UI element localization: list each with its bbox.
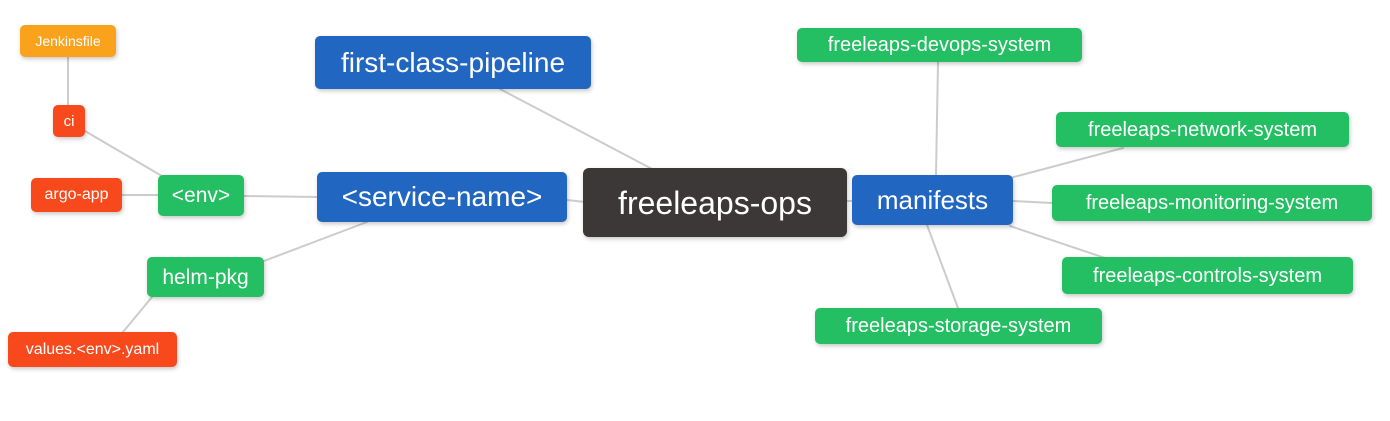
edge-manifests-network — [1009, 147, 1124, 179]
edge-manifests-devops — [935, 61, 939, 176]
edge-pipeline-freeleaps-ops — [499, 88, 655, 171]
edge-service-name-freeleaps-ops — [566, 199, 586, 203]
edge-helm-pkg-service-name — [263, 221, 368, 262]
edge-ci-env — [84, 130, 168, 180]
node-freeleaps-storage-system[interactable]: freeleaps-storage-system — [815, 308, 1102, 344]
edge-manifests-storage — [926, 224, 959, 309]
node-argo-app[interactable]: argo-app — [31, 178, 122, 212]
node-freeleaps-devops-system[interactable]: freeleaps-devops-system — [797, 28, 1082, 62]
edge-manifests-monitoring — [1012, 200, 1053, 204]
edge-env-service-name — [243, 195, 318, 198]
edge-manifests-controls — [1009, 225, 1106, 259]
edge-values-helm-pkg — [122, 296, 153, 333]
node-freeleaps-controls-system[interactable]: freeleaps-controls-system — [1062, 257, 1353, 294]
node-freeleaps-network-system[interactable]: freeleaps-network-system — [1056, 112, 1349, 147]
node-freeleaps-ops[interactable]: freeleaps-ops — [583, 168, 847, 237]
node-helm-pkg[interactable]: helm-pkg — [147, 257, 264, 297]
node-manifests[interactable]: manifests — [852, 175, 1013, 225]
node-jenkinsfile[interactable]: Jenkinsfile — [20, 25, 116, 57]
node-env[interactable]: <env> — [158, 175, 244, 216]
node-service-name[interactable]: <service-name> — [317, 172, 567, 222]
node-freeleaps-monitoring-system[interactable]: freeleaps-monitoring-system — [1052, 185, 1372, 221]
node-first-class-pipeline[interactable]: first-class-pipeline — [315, 36, 591, 89]
node-ci[interactable]: ci — [53, 105, 85, 137]
node-values-env-yaml[interactable]: values.<env>.yaml — [8, 332, 177, 367]
